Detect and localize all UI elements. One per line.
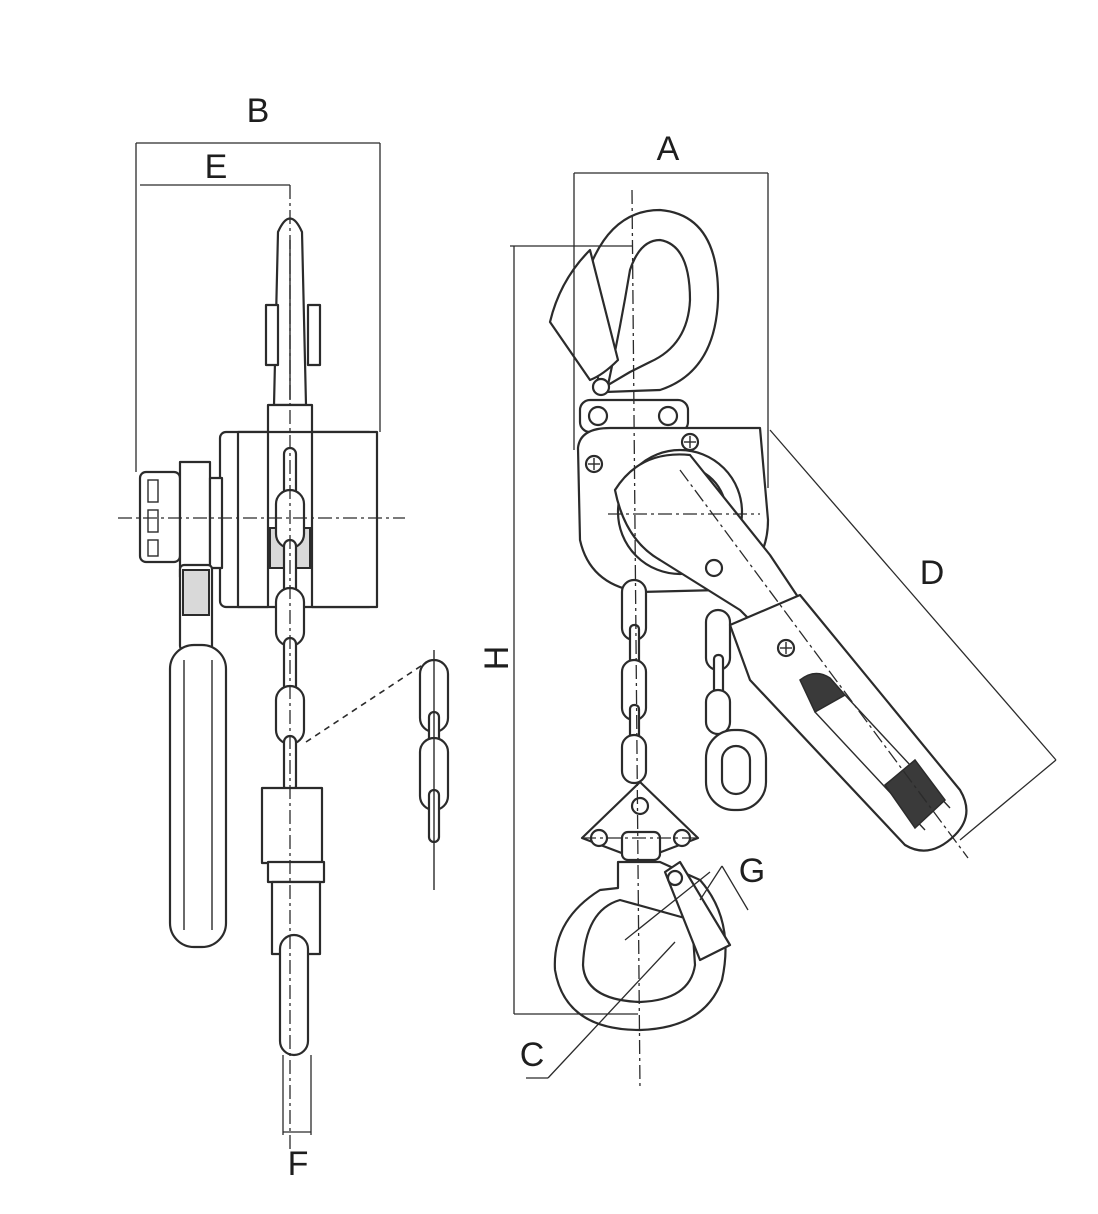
side-view bbox=[118, 185, 450, 1150]
label-g: G bbox=[739, 852, 765, 890]
dimension-a: A bbox=[573, 130, 769, 488]
front-bottom-block bbox=[580, 780, 700, 862]
front-bottom-hook bbox=[553, 860, 732, 1032]
front-upper-plate-hole-left bbox=[587, 405, 609, 427]
front-view bbox=[548, 189, 969, 1091]
dimension-g: G bbox=[624, 852, 765, 941]
chain-detail bbox=[418, 650, 450, 890]
front-top-hook bbox=[548, 208, 720, 397]
dimension-f: F bbox=[282, 1055, 312, 1183]
front-lever-center-line bbox=[679, 469, 969, 859]
side-bottom-block bbox=[260, 786, 326, 1057]
side-handle bbox=[168, 563, 228, 949]
side-knob bbox=[138, 460, 224, 579]
front-slack-chain bbox=[704, 608, 768, 812]
side-load-chain bbox=[274, 446, 306, 794]
front-center-line-vertical bbox=[631, 189, 641, 1091]
label-a: A bbox=[657, 130, 680, 168]
label-e: E bbox=[205, 148, 228, 186]
dimension-h: H bbox=[478, 245, 638, 1015]
dimension-c: C bbox=[520, 941, 676, 1079]
dimension-e: E bbox=[140, 148, 290, 186]
front-upper-plate-hole-right bbox=[657, 405, 679, 427]
label-h: H bbox=[478, 646, 516, 671]
detail-leader bbox=[305, 659, 431, 743]
label-d: D bbox=[920, 554, 945, 592]
front-lever-handle bbox=[613, 453, 968, 852]
label-f: F bbox=[288, 1145, 309, 1183]
dimension-b: B bbox=[135, 92, 381, 472]
side-top-hook bbox=[264, 217, 322, 407]
dimension-d: D bbox=[769, 429, 1057, 841]
front-load-chain bbox=[620, 578, 648, 785]
label-c: C bbox=[520, 1036, 545, 1074]
label-b: B bbox=[247, 92, 270, 130]
